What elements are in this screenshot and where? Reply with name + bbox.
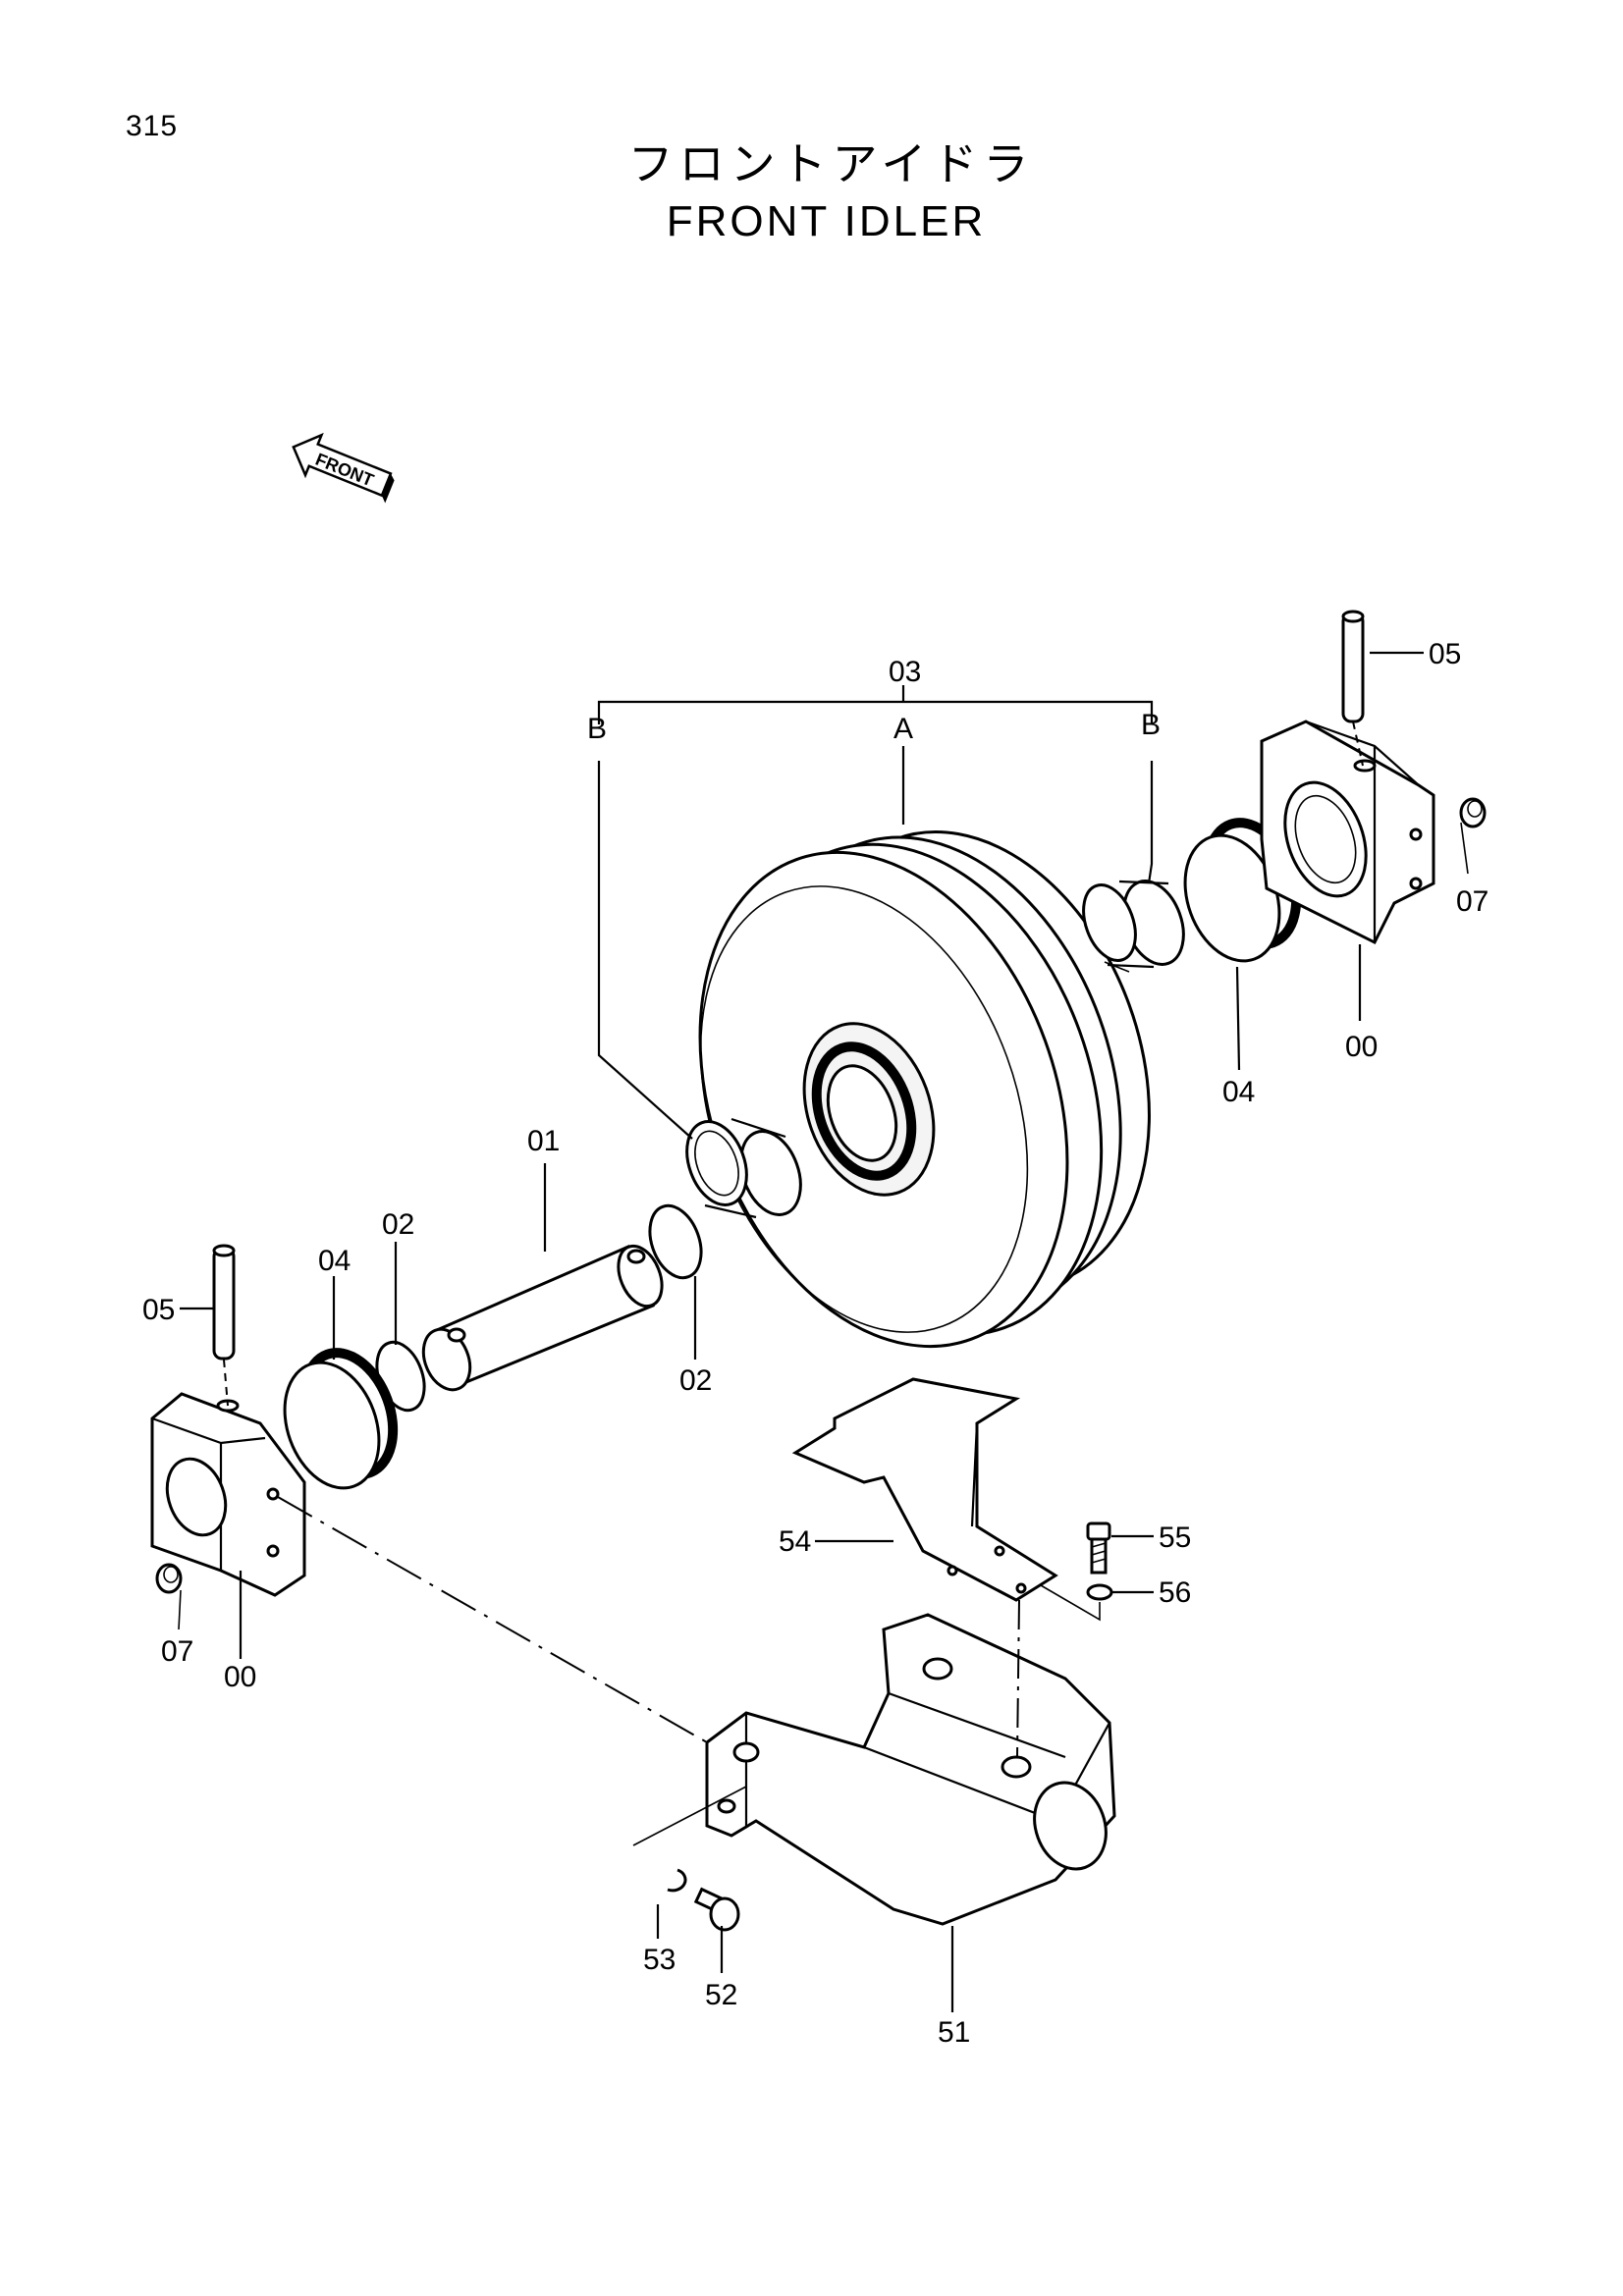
callout-52: 52 — [705, 1979, 737, 2011]
o-ring-inner — [648, 1203, 703, 1280]
callout-54: 54 — [779, 1525, 811, 1558]
floating-seal-left — [283, 1348, 399, 1490]
callout-03: 03 — [889, 656, 921, 688]
callout-53: 53 — [643, 1944, 676, 1976]
front-arrow-icon: FRONT — [292, 432, 395, 504]
plug-left — [155, 1563, 183, 1594]
callout-04-right: 04 — [1222, 1076, 1255, 1108]
bolt-55 — [1086, 1522, 1111, 1575]
callout-00-left: 00 — [224, 1661, 256, 1693]
callout-01: 01 — [527, 1125, 560, 1157]
yoke-bracket — [705, 1613, 1116, 1926]
bolt-52 — [693, 1887, 740, 1932]
callout-00-right: 00 — [1345, 1031, 1378, 1063]
idler-wheel — [698, 830, 1151, 1349]
washer-53 — [667, 1868, 687, 1893]
callout-02-bottom: 02 — [679, 1364, 712, 1397]
callout-05-left: 05 — [142, 1294, 175, 1326]
callout-05-right: 05 — [1429, 638, 1461, 670]
plug-right — [1459, 797, 1487, 828]
bushing-right — [1082, 880, 1185, 973]
callout-07-right: 07 — [1456, 885, 1488, 918]
callout-55: 55 — [1159, 1522, 1191, 1554]
callout-A: A — [893, 713, 913, 745]
support-plate — [791, 1377, 1058, 1602]
spring-pin-left — [212, 1244, 236, 1361]
bushing-left — [685, 1117, 802, 1219]
title-english: FRONT IDLER — [666, 197, 987, 245]
callout-B-right: B — [1141, 709, 1161, 741]
page-number: 315 — [126, 110, 179, 142]
callout-56: 56 — [1159, 1576, 1191, 1609]
washer-56 — [1086, 1583, 1113, 1601]
leader-lines — [178, 651, 1469, 2012]
shaft — [421, 1244, 664, 1392]
bearing-housing-left — [150, 1392, 306, 1597]
callout-07-left: 07 — [161, 1635, 193, 1668]
callout-04-left: 04 — [318, 1245, 351, 1277]
spring-pin-right — [1341, 610, 1365, 723]
bearing-housing-right — [1260, 720, 1435, 945]
title-japanese: フロントアイドラ — [627, 138, 1035, 189]
title-block: フロントアイドラ FRONT IDLER — [0, 135, 1623, 251]
callout-51: 51 — [938, 2016, 970, 2049]
callout-02-top: 02 — [382, 1208, 414, 1241]
callout-B-left: B — [587, 713, 607, 745]
